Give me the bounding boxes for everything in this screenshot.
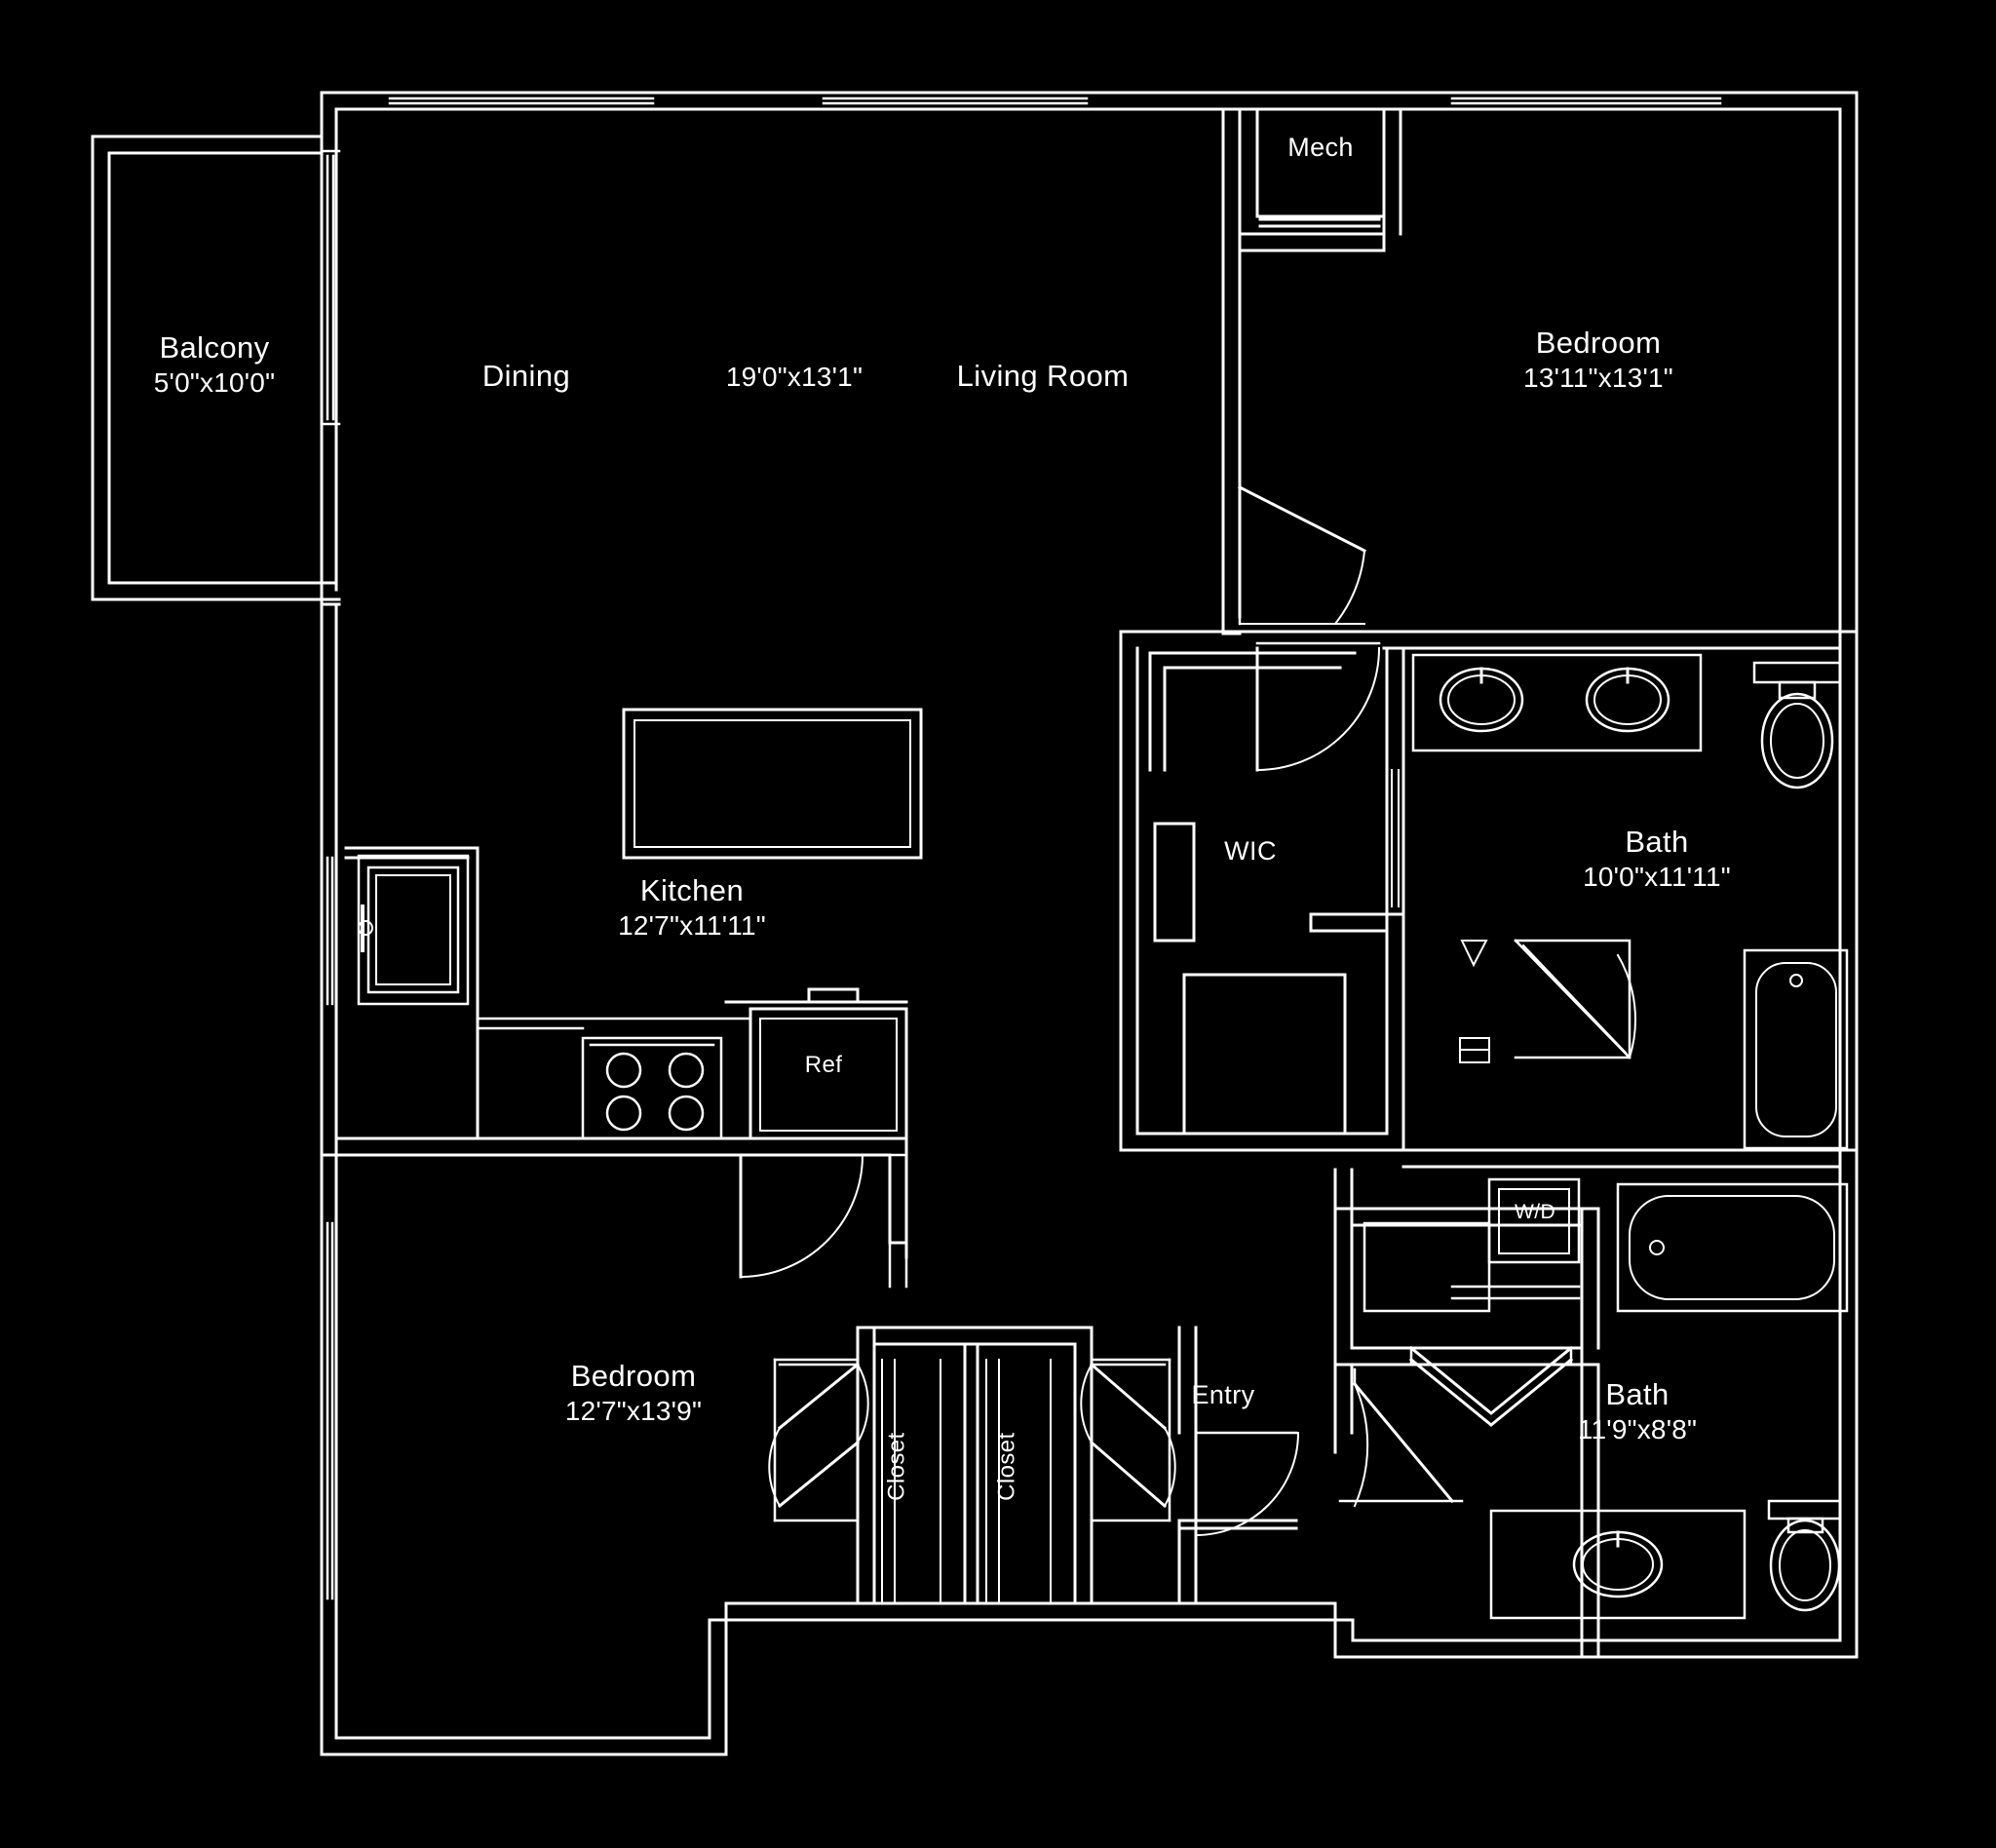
range-cooktop <box>581 1036 723 1140</box>
vanity-secondary <box>1489 1509 1746 1620</box>
refrigerator <box>724 987 908 1140</box>
exterior-walls <box>91 91 1859 1756</box>
door-entry <box>1194 1431 1300 1537</box>
window-top-center <box>822 91 1089 111</box>
washer-dryer <box>1487 1177 1581 1264</box>
window-left-kitchen <box>320 856 338 1006</box>
closet-shelves <box>881 1359 1052 1604</box>
bathtub-primary <box>1743 948 1849 1150</box>
door-bath1 <box>1514 939 1636 1059</box>
interior-walls <box>334 107 1859 1659</box>
door-bedroom1 <box>1237 484 1367 626</box>
tub-secondary <box>1616 1182 1849 1313</box>
bath-misc-fixtures <box>1459 940 1490 1063</box>
toilet-primary <box>1752 661 1842 789</box>
wall-jamb-details <box>1391 769 1400 907</box>
double-vanity <box>1411 653 1703 752</box>
door-bedroom2 <box>739 1153 908 1289</box>
door-wic <box>1255 641 1381 772</box>
kitchen-sink <box>357 854 470 1006</box>
kitchen-upper-counter <box>476 1017 752 1030</box>
window-left-bedroom <box>320 1221 338 1600</box>
laundry-counter <box>1363 1221 1581 1313</box>
door-closet1-left <box>768 1358 869 1522</box>
window-top-right <box>1450 91 1722 111</box>
kitchen-counters <box>344 708 923 1140</box>
toilet-secondary <box>1767 1499 1842 1612</box>
door-bath2 <box>1338 1367 1464 1508</box>
balcony-sliding-door <box>320 149 341 426</box>
door-laundry-bifold <box>1408 1345 1574 1427</box>
door-closet2-right <box>1080 1358 1176 1522</box>
window-top-left <box>388 91 655 111</box>
